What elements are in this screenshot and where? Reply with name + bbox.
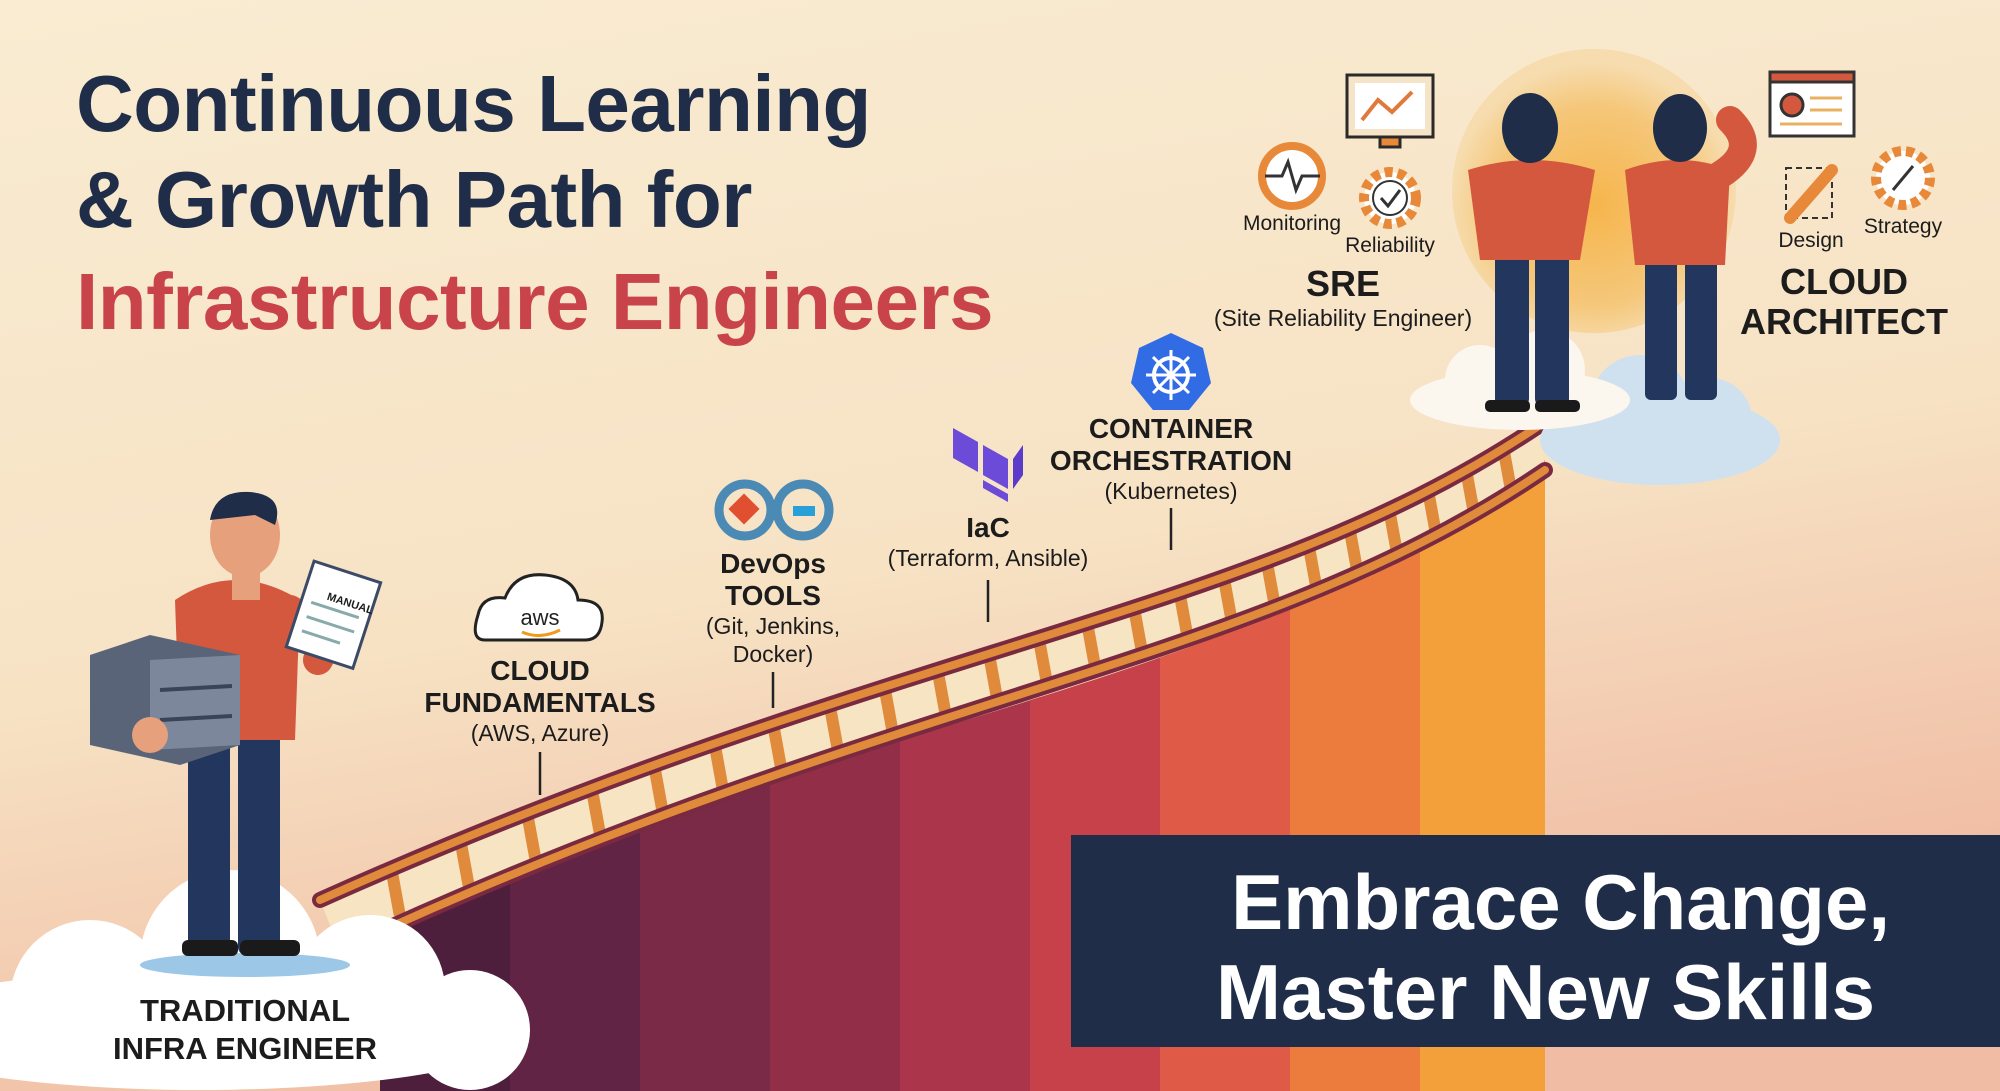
terraform-icon <box>953 428 1023 502</box>
ladder-rail-top-highlight <box>316 421 1544 904</box>
sre-title: SRE <box>1305 263 1381 304</box>
sre-subtitle: (Site Reliability Engineer) <box>1213 305 1473 331</box>
milestone-container-orchestration: CONTAINER ORCHESTRATION (Kubernetes) <box>1050 413 1292 505</box>
skill-monitoring: Monitoring <box>1242 212 1342 235</box>
architect-line-2: ARCHITECT <box>1740 301 1948 342</box>
title-line-3: Infrastructure Engineers <box>76 257 994 346</box>
docker-icon <box>793 506 815 516</box>
pencil-design-icon <box>1784 164 1838 224</box>
gear-check-icon <box>1359 167 1421 229</box>
design-layout-icon <box>1768 70 1856 138</box>
architect-line-1: CLOUD <box>1779 261 1908 302</box>
milestone-subtitle: (Kubernetes) <box>1104 478 1238 504</box>
sre-label: SRE (Site Reliability Engineer) <box>1214 264 1472 332</box>
heartbeat-monitor-icon <box>1258 142 1326 210</box>
milestone-title: TOOLS <box>725 580 821 611</box>
milestone-title: CLOUD <box>490 655 590 686</box>
monitor-chart-icon <box>1345 73 1435 149</box>
milestone-title: IaC <box>966 512 1010 543</box>
compass-gear-icon <box>1871 146 1935 210</box>
architect-person <box>1625 94 1757 400</box>
aws-cloud-icon: aws <box>473 573 604 642</box>
milestone-devops-tools: DevOps TOOLS (Git, Jenkins, Docker) <box>706 548 840 668</box>
milestone-title: DevOps <box>720 548 826 579</box>
traditional-label: TRADITIONAL INFRA ENGINEER <box>113 992 377 1068</box>
skill-strategy: Strategy <box>1863 215 1943 238</box>
milestone-pointers <box>538 508 1173 795</box>
ladder <box>312 417 1553 958</box>
manual-document-icon <box>284 559 383 671</box>
traditional-line-2: INFRA ENGINEER <box>112 1031 378 1066</box>
milestone-title: CONTAINER <box>1088 413 1254 444</box>
sre-person <box>1468 93 1595 412</box>
milestone-subtitle: (Terraform, Ansible) <box>887 545 1089 571</box>
slogan-line-2: Master New Skills <box>1216 948 1875 1036</box>
cloud-architect-label: CLOUD ARCHITECT <box>1740 262 1948 342</box>
traditional-engineer <box>90 491 383 977</box>
milestone-title: ORCHESTRATION <box>1049 445 1293 476</box>
slogan-banner: Embrace Change, Master New Skills <box>1071 835 2000 1047</box>
milestone-subtitle: Docker) <box>732 641 814 667</box>
milestone-cloud-fundamentals: CLOUD FUNDAMENTALS (AWS, Azure) <box>424 655 655 747</box>
ladder-bed <box>320 425 1545 950</box>
svg-text:aws: aws <box>520 605 559 630</box>
milestone-title: FUNDAMENTALS <box>424 687 656 718</box>
title-line-1: Continuous Learning <box>76 59 871 148</box>
title-line-2: & Growth Path for <box>76 155 752 244</box>
traditional-line-1: TRADITIONAL <box>139 993 351 1028</box>
kubernetes-icon <box>1131 333 1211 410</box>
skill-reliability: Reliability <box>1345 234 1435 257</box>
milestone-subtitle: (Git, Jenkins, <box>705 613 841 639</box>
slogan-line-1: Embrace Change, <box>1231 858 1890 946</box>
milestone-iac: IaC (Terraform, Ansible) <box>888 512 1089 572</box>
server-icon <box>90 635 240 765</box>
milestone-subtitle: (AWS, Azure) <box>470 720 610 746</box>
ladder-rail-bottom-highlight <box>336 466 1549 954</box>
skill-design: Design <box>1778 229 1844 252</box>
